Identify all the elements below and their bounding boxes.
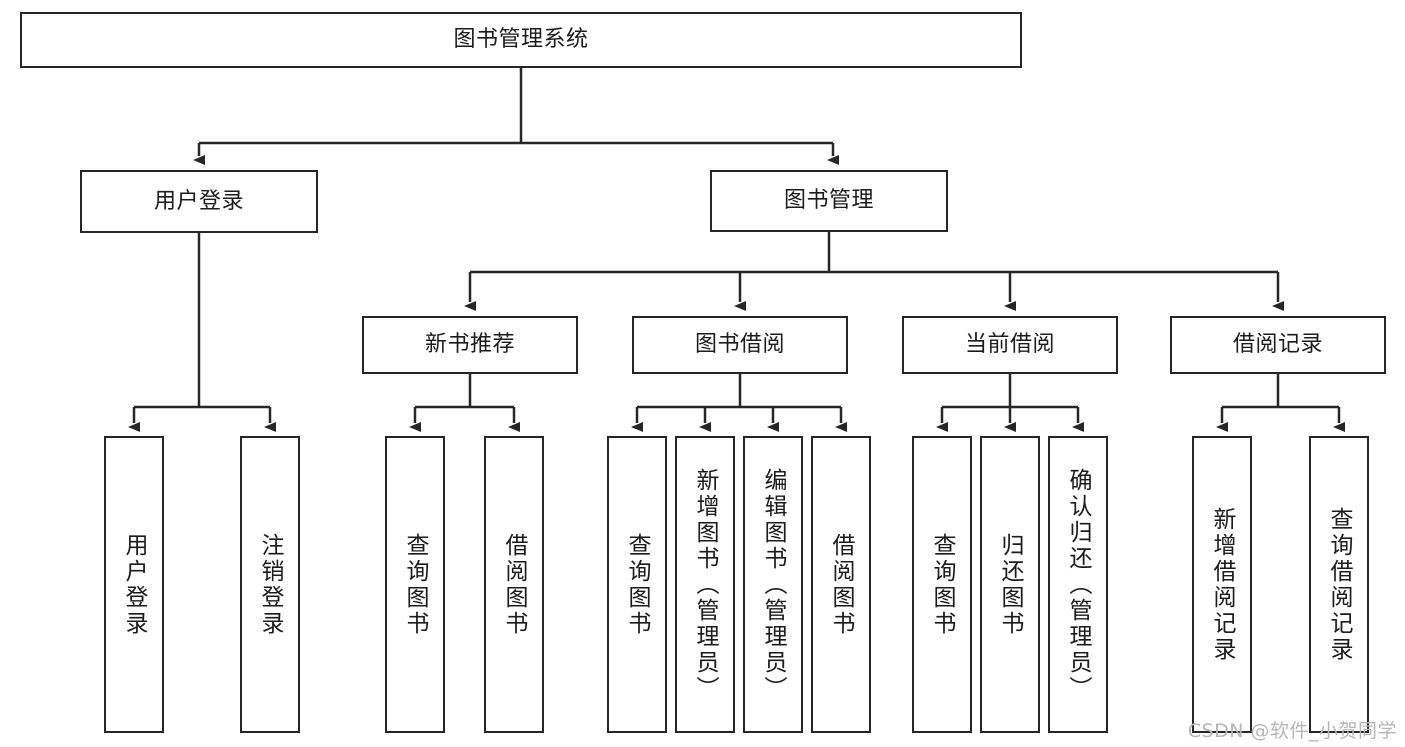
node-book-borrow-label: 图书借阅 — [694, 332, 785, 358]
watermark-text: CSDN @软件_小贺同学 — [1187, 720, 1397, 742]
leaf-current-confirm-return-label: 确认归还（管理员） — [1065, 467, 1092, 702]
node-book-management-label: 图书管理 — [783, 188, 874, 214]
leaf-newbook-borrow-label: 借阅图书 — [501, 532, 528, 637]
node-current-borrow[interactable]: 当前借阅 — [902, 316, 1118, 374]
leaf-record-query[interactable]: 查询借阅记录 — [1309, 436, 1369, 733]
leaf-borrow-edit[interactable]: 编辑图书（管理员） — [743, 436, 803, 733]
leaf-user-login-signin[interactable]: 用户登录 — [104, 436, 164, 733]
leaf-user-login-signout-label: 注销登录 — [257, 532, 284, 637]
leaf-current-confirm-return[interactable]: 确认归还（管理员） — [1048, 436, 1108, 733]
leaf-record-query-label: 查询借阅记录 — [1326, 506, 1353, 663]
leaf-borrow-lend-label: 借阅图书 — [828, 532, 855, 637]
leaf-newbook-borrow[interactable]: 借阅图书 — [484, 436, 544, 733]
leaf-record-add-label: 新增借阅记录 — [1209, 506, 1236, 663]
leaf-user-login-signin-label: 用户登录 — [121, 532, 148, 637]
node-borrow-record[interactable]: 借阅记录 — [1170, 316, 1386, 374]
leaf-current-query-label: 查询图书 — [929, 532, 956, 637]
node-book-borrow[interactable]: 图书借阅 — [632, 316, 848, 374]
leaf-current-return-label: 归还图书 — [997, 532, 1024, 637]
leaf-current-return[interactable]: 归还图书 — [980, 436, 1040, 733]
node-root[interactable]: 图书管理系统 — [20, 12, 1022, 68]
leaf-newbook-query[interactable]: 查询图书 — [385, 436, 445, 733]
leaf-borrow-query-label: 查询图书 — [624, 532, 651, 637]
leaf-user-login-signout[interactable]: 注销登录 — [240, 436, 300, 733]
node-root-label: 图书管理系统 — [453, 27, 589, 53]
node-new-book-recommend-label: 新书推荐 — [424, 332, 515, 358]
leaf-borrow-edit-label: 编辑图书（管理员） — [760, 467, 787, 702]
leaf-borrow-query[interactable]: 查询图书 — [607, 436, 667, 733]
node-current-borrow-label: 当前借阅 — [964, 332, 1055, 358]
node-user-login-label: 用户登录 — [153, 188, 244, 214]
leaf-record-add[interactable]: 新增借阅记录 — [1192, 436, 1252, 733]
node-borrow-record-label: 借阅记录 — [1232, 332, 1323, 358]
leaf-current-query[interactable]: 查询图书 — [912, 436, 972, 733]
node-user-login[interactable]: 用户登录 — [80, 170, 318, 233]
leaf-borrow-lend[interactable]: 借阅图书 — [811, 436, 871, 733]
leaf-newbook-query-label: 查询图书 — [402, 532, 429, 637]
leaf-borrow-add[interactable]: 新增图书（管理员） — [675, 436, 735, 733]
node-new-book-recommend[interactable]: 新书推荐 — [362, 316, 578, 374]
leaf-borrow-add-label: 新增图书（管理员） — [692, 467, 719, 702]
node-book-management[interactable]: 图书管理 — [710, 170, 948, 232]
